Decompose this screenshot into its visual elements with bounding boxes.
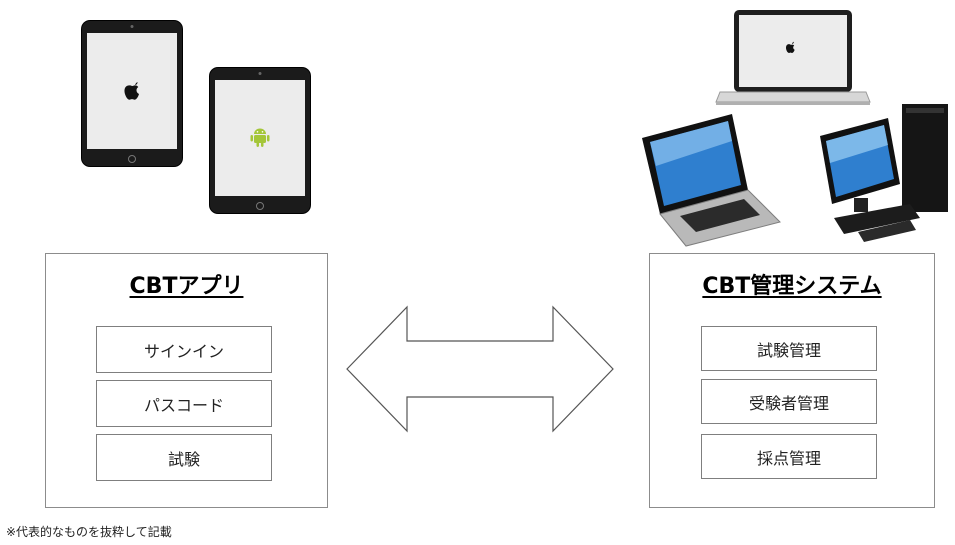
laptop-icon xyxy=(642,114,781,247)
ipad-tablet xyxy=(82,21,182,166)
feature-box-signin: サインイン xyxy=(96,326,272,373)
desktop-pc-icon xyxy=(820,104,948,242)
tablet-camera xyxy=(258,72,262,75)
tablet-camera xyxy=(130,25,134,28)
feature-box-exam: 試験 xyxy=(96,434,272,481)
tablet-screen xyxy=(215,80,305,196)
feature-box-grading-management: 採点管理 xyxy=(701,434,877,479)
tablet-screen xyxy=(87,33,177,149)
android-tablet xyxy=(210,68,310,213)
android-logo-icon xyxy=(250,128,270,147)
home-button xyxy=(256,202,264,210)
home-button xyxy=(128,155,136,163)
feature-box-exam-management: 試験管理 xyxy=(701,326,877,371)
panel-title: CBTアプリ xyxy=(129,274,244,299)
apple-logo-icon xyxy=(124,82,139,100)
cbt-app-panel: CBTアプリ サインイン パスコード 試験 xyxy=(45,253,328,508)
feature-box-passcode: パスコード xyxy=(96,380,272,427)
macbook-laptop xyxy=(715,10,871,105)
computer-devices xyxy=(642,10,948,247)
cbt-management-panel: CBT管理システム 試験管理 受験者管理 採点管理 xyxy=(649,253,935,508)
apple-logo-icon xyxy=(785,41,795,54)
panel-title: CBT管理システム xyxy=(702,274,882,299)
footnote: ※代表的なものを抜粋して記載 xyxy=(6,525,172,539)
double-arrow-icon xyxy=(346,305,614,433)
feature-box-examinee-management: 受験者管理 xyxy=(701,379,877,424)
